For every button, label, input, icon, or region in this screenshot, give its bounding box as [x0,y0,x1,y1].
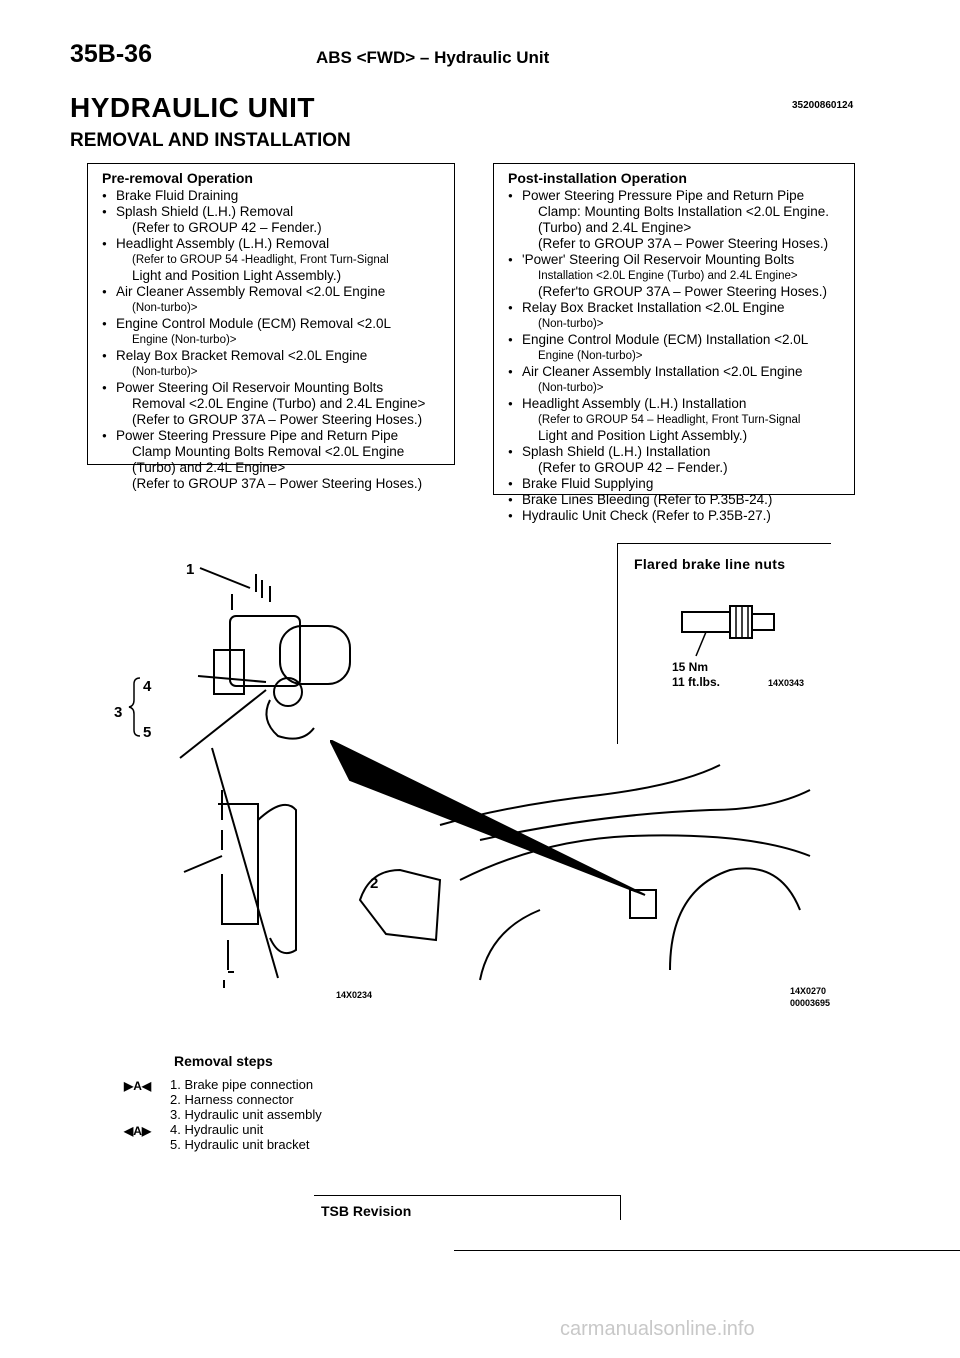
pre-removal-item: (Refer to GROUP 37A – Power Steering Hos… [132,476,423,491]
page-title: ABS <FWD> – Hydraulic Unit [316,48,550,67]
pre-removal-item: (Non-turbo)> [132,302,198,314]
part-label-4: 4 [143,678,152,695]
service-mark-a-1: ▶A◀ [124,1079,152,1093]
part-label-5: 5 [143,724,152,741]
bracket-3 [128,677,141,737]
pre-removal-item: (Refer to GROUP 54 -Headlight, Front Tur… [132,254,389,266]
removal-steps-title: Removal steps [174,1053,273,1069]
removal-step: 1. Brake pipe connection [170,1077,314,1092]
illustration-code-left: 14X0234 [336,990,373,1000]
post-installation-item: Light and Position Light Assembly.) [538,428,748,443]
post-installation-item: Installation <2.0L Engine (Turbo) and 2.… [538,270,798,282]
post-installation-item: Air Cleaner Assembly Installation <2.0L … [508,364,846,380]
pre-removal-item: (Turbo) and 2.4L Engine> [132,460,286,475]
post-installation-item: (Refer'to GROUP 37A – Power Steering Hos… [538,284,827,299]
post-installation-list: Power Steering Pressure Pipe and Return … [494,188,854,524]
post-installation-item: Relay Box Bracket Installation <2.0L Eng… [508,300,846,316]
pre-removal-item: Engine Control Module (ECM) Removal <2.0… [102,316,446,332]
post-installation-item: Splash Shield (L.H.) Installation [508,444,846,460]
subsection-title: REMOVAL AND INSTALLATION [70,130,351,151]
tsb-revision-label: TSB Revision [321,1203,412,1219]
post-installation-item: Headlight Assembly (L.H.) Installation [508,396,846,412]
post-installation-item: (Non-turbo)> [538,318,604,330]
post-installation-item: Engine Control Module (ECM) Installation… [508,332,846,348]
pre-removal-item: Power Steering Pressure Pipe and Return … [102,428,446,444]
post-installation-heading: Post-installation Operation [508,170,687,186]
pre-removal-item: Splash Shield (L.H.) Removal [102,204,446,220]
pre-removal-item: Engine (Non-turbo)> [132,334,237,346]
footer-rule [454,1250,960,1251]
callout-title: Flared brake line nuts [634,556,786,572]
vehicle-illustration [330,740,811,981]
pre-removal-item: Removal <2.0L Engine (Turbo) and 2.4L En… [132,396,426,411]
pre-removal-list: Brake Fluid DrainingSplash Shield (L.H.)… [88,188,454,492]
pre-removal-item: Power Steering Oil Reservoir Mounting Bo… [102,380,446,396]
pre-removal-item: Headlight Assembly (L.H.) Removal [102,236,446,252]
service-mark-a-2: ◀A▶ [124,1124,152,1138]
pre-removal-item: (Refer to GROUP 42 – Fender.) [132,220,322,235]
post-installation-item: (Turbo) and 2.4L Engine> [538,220,692,235]
post-installation-item: (Refer to GROUP 54 – Headlight, Front Tu… [538,414,801,426]
post-installation-item: (Non-turbo)> [538,382,604,394]
pre-removal-box: Pre-removal Operation Brake Fluid Draini… [87,163,455,491]
pre-removal-item: Clamp Mounting Bolts Removal <2.0L Engin… [132,444,405,459]
removal-steps-list: 1. Brake pipe connection 2. Harness conn… [170,1077,322,1152]
hydraulic-unit-illustration: 1 3 [179,561,351,988]
post-installation-item: Clamp: Mounting Bolts Installation <2.0L… [538,204,830,219]
torque-nm: 15 Nm [672,660,709,674]
torque-spec: 15 Nm 11 ft.lbs. [672,660,720,690]
watermark: carmanualsonline.info [560,1318,755,1340]
post-installation-item: (Refer to GROUP 42 – Fender.) [538,460,728,475]
tsb-revision-box [314,1195,621,1220]
post-installation-item: Brake Fluid Supplying [508,476,846,492]
illustration-code-right-1: 14X0270 [790,986,827,996]
pre-removal-item: Air Cleaner Assembly Removal <2.0L Engin… [102,284,446,300]
pre-removal-item: Brake Fluid Draining [102,188,446,204]
flared-nut-callout [617,543,831,744]
part-label-1: 1 [186,561,194,578]
removal-step: 3. Hydraulic unit assembly [170,1107,322,1122]
document-code: 35200860124 [792,100,854,111]
post-installation-item: Power Steering Pressure Pipe and Return … [508,188,846,204]
pre-removal-item: (Refer to GROUP 37A – Power Steering Hos… [132,412,423,427]
post-installation-item: Engine (Non-turbo)> [538,350,643,362]
pre-removal-item: (Non-turbo)> [132,366,198,378]
removal-step: 4. Hydraulic unit [170,1122,264,1137]
post-installation-item: 'Power' Steering Oil Reservoir Mounting … [508,252,846,268]
post-installation-item: Brake Lines Bleeding (Refer to P.35B-24.… [508,492,846,508]
part-label-3-page: 3 [114,704,123,721]
illustration-code-right-2: 00003695 [790,998,831,1008]
pre-removal-item: Relay Box Bracket Removal <2.0L Engine [102,348,446,364]
flare-nut-illustration [681,605,775,657]
section-title: HYDRAULIC UNIT [70,92,315,123]
part-label-2: 2 [370,875,379,892]
callout-code: 14X0343 [768,678,805,688]
post-installation-box: Post-installation Operation Power Steeri… [493,163,855,524]
removal-step: 2. Harness connector [170,1092,294,1107]
torque-ftlbs: 11 ft.lbs. [672,675,721,689]
page-number: 35B-36 [70,40,152,68]
pre-removal-heading: Pre-removal Operation [102,170,253,186]
removal-step: 5. Hydraulic unit bracket [170,1137,310,1152]
post-installation-item: (Refer to GROUP 37A – Power Steering Hos… [538,236,829,251]
pre-removal-item: Light and Position Light Assembly.) [132,268,342,283]
post-installation-item: Hydraulic Unit Check (Refer to P.35B-27.… [508,508,846,524]
